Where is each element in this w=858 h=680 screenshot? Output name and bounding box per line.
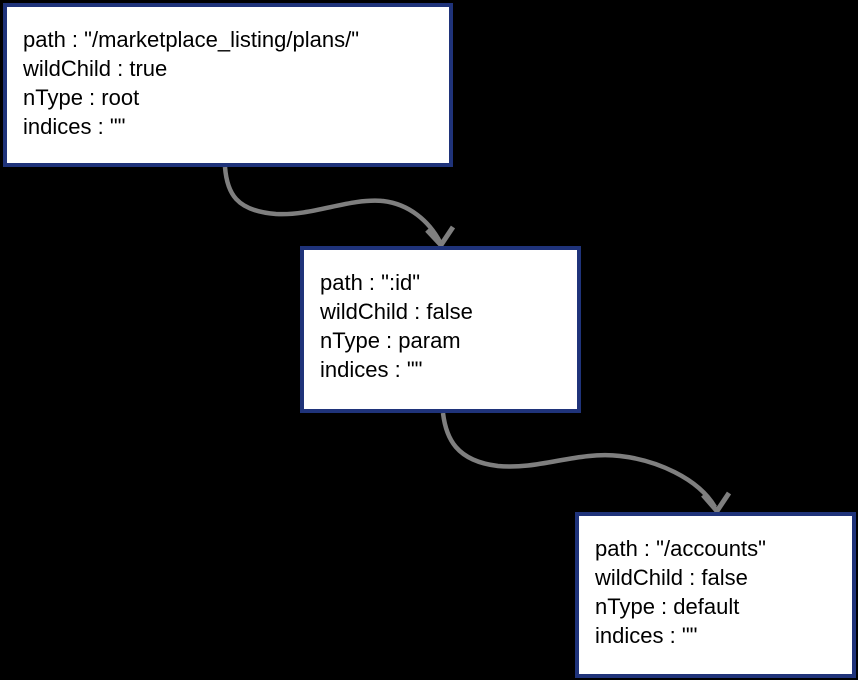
- node-root: path : "/marketplace_listing/plans/" wil…: [3, 3, 453, 167]
- edge-curve-root-to-param: [222, 166, 442, 244]
- edge-param-to-default: [440, 412, 732, 516]
- node-param: path : ":id" wildChild : false nType : p…: [300, 246, 581, 413]
- field-ntype: nType : default: [595, 594, 740, 619]
- field-wildchild: wildChild : true: [23, 56, 168, 81]
- edge-curve-param-to-default: [440, 412, 717, 509]
- node-default: path : "/accounts" wildChild : false nTy…: [575, 512, 856, 678]
- field-indices: indices : "": [595, 623, 698, 648]
- field-ntype: nType : param: [320, 328, 461, 353]
- edge-root-to-param: [222, 166, 456, 250]
- field-path: path : ":id": [320, 270, 421, 295]
- field-ntype: nType : root: [23, 85, 140, 110]
- field-indices: indices : "": [23, 114, 126, 139]
- arrowhead-icon: [425, 225, 456, 250]
- field-path: path : "/marketplace_listing/plans/": [23, 27, 360, 52]
- field-indices: indices : "": [320, 357, 423, 382]
- arrowhead-icon: [701, 491, 732, 516]
- field-path: path : "/accounts": [595, 536, 766, 561]
- field-wildchild: wildChild : false: [320, 299, 473, 324]
- field-wildchild: wildChild : false: [595, 565, 748, 590]
